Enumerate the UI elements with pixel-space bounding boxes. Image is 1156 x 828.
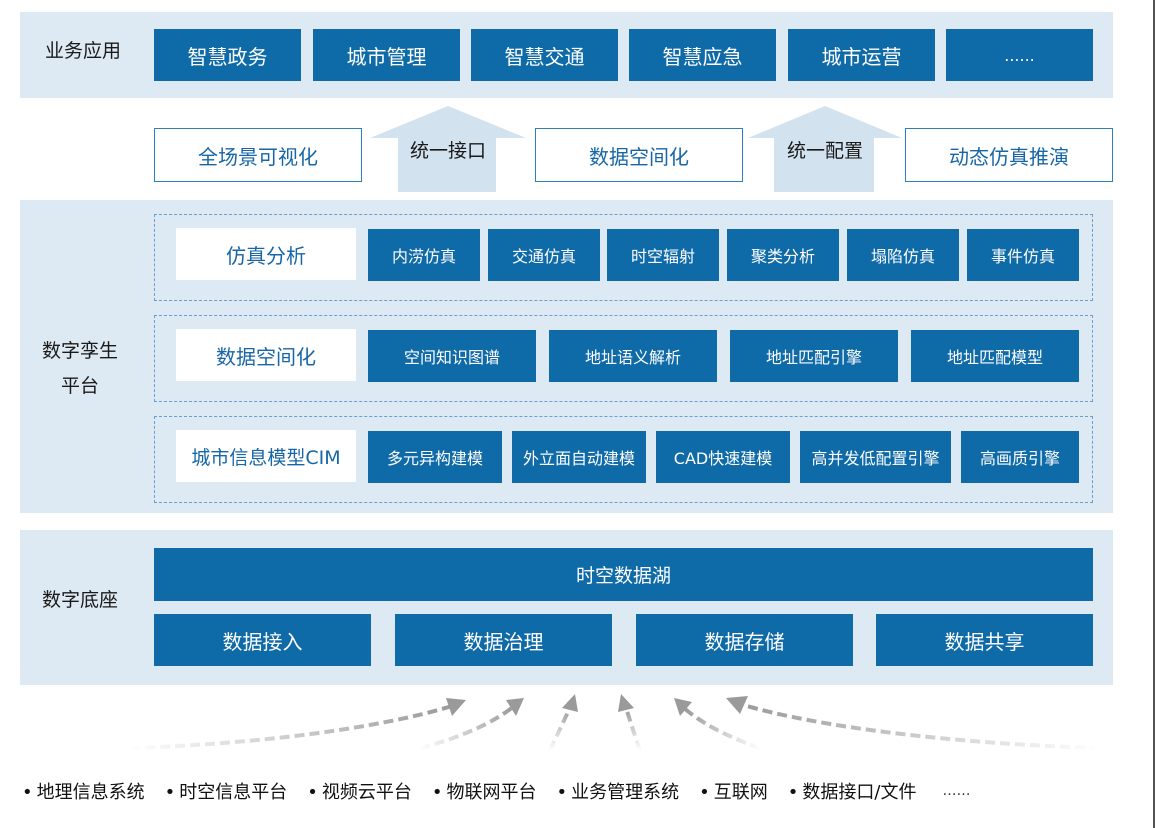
sim-traffic[interactable]: 交通仿真 — [488, 229, 600, 281]
twin-platform-label-line1: 数字孪生 — [41, 340, 118, 362]
source-iot-platform: •物联网平台 — [431, 782, 537, 803]
cim-multi-source-modeling[interactable]: 多元异构建模 — [368, 431, 502, 483]
cim-cad-fast-modeling[interactable]: CAD快速建模 — [656, 431, 790, 483]
spatiotemporal-data-lake[interactable]: 时空数据湖 — [154, 548, 1093, 601]
arrow-from-right-near — [618, 694, 642, 751]
data-ingestion[interactable]: 数据接入 — [154, 614, 371, 666]
group-simulation-analysis — [154, 214, 1093, 301]
app-smart-emergency[interactable]: 智慧应急 — [629, 29, 776, 81]
source-spatiotemporal-platform: •时空信息平台 — [164, 782, 288, 803]
arrow-unified-config: 统一配置 — [748, 106, 902, 192]
sim-cluster-analysis[interactable]: 聚类分析 — [727, 229, 839, 281]
business-layer-label: 业务应用 — [44, 40, 121, 62]
group-cim — [154, 416, 1093, 503]
right-edge-rule — [1153, 0, 1155, 828]
app-city-management[interactable]: 城市管理 — [313, 29, 460, 81]
group-spatialization-title: 数据空间化 — [176, 329, 356, 381]
source-video-cloud: •视频云平台 — [307, 782, 412, 803]
data-sources-list: •地理信息系统 •时空信息平台 •视频云平台 •物联网平台 •业务管理系统 •互… — [22, 776, 970, 806]
arrow-from-left-mid — [419, 698, 524, 750]
sim-waterlogging[interactable]: 内涝仿真 — [368, 229, 480, 281]
twin-platform-label-line2: 平台 — [60, 375, 99, 397]
address-matching-engine[interactable]: 地址匹配引擎 — [730, 330, 898, 382]
source-internet: •互联网 — [699, 782, 768, 803]
sim-event[interactable]: 事件仿真 — [967, 229, 1079, 281]
capability-data-spatialization: 数据空间化 — [535, 128, 743, 182]
address-matching-model[interactable]: 地址匹配模型 — [911, 330, 1079, 382]
up-arrow-icon — [370, 106, 526, 192]
cim-facade-auto-modeling[interactable]: 外立面自动建模 — [512, 431, 646, 483]
source-gis: •地理信息系统 — [22, 782, 145, 803]
sources-more: …… — [942, 783, 971, 799]
capability-visualization: 全场景可视化 — [154, 128, 362, 182]
app-more[interactable]: ...... — [946, 29, 1093, 81]
app-city-operation[interactable]: 城市运营 — [788, 29, 935, 81]
converging-arrows — [129, 694, 1101, 751]
app-smart-government[interactable]: 智慧政务 — [154, 29, 301, 81]
arrow-unified-interface: 统一接口 — [370, 106, 526, 192]
group-cim-title: 城市信息模型CIM — [176, 430, 356, 482]
arrow-from-left-near — [548, 694, 578, 751]
group-data-spatialization — [154, 315, 1093, 402]
arrow-from-right-mid — [674, 698, 761, 750]
cim-high-quality-engine[interactable]: 高画质引擎 — [961, 431, 1079, 483]
arrow-unified-interface-label: 统一接口 — [409, 140, 486, 162]
sim-spatiotemporal-radiation[interactable]: 时空辐射 — [607, 229, 719, 281]
digital-base-label: 数字底座 — [41, 589, 118, 611]
app-smart-traffic[interactable]: 智慧交通 — [471, 29, 618, 81]
cim-high-concurrency-engine[interactable]: 高并发低配置引擎 — [800, 431, 951, 483]
address-semantic-parsing[interactable]: 地址语义解析 — [549, 330, 717, 382]
data-sharing[interactable]: 数据共享 — [876, 614, 1093, 666]
data-governance[interactable]: 数据治理 — [395, 614, 612, 666]
arrow-from-right-far — [726, 696, 1101, 750]
source-data-interface-files: •数据接口/文件 — [787, 782, 917, 803]
data-storage[interactable]: 数据存储 — [636, 614, 853, 666]
group-simulation-title: 仿真分析 — [176, 228, 356, 280]
up-arrow-icon — [748, 106, 902, 192]
source-business-systems: •业务管理系统 — [556, 782, 680, 803]
spatial-knowledge-graph[interactable]: 空间知识图谱 — [368, 330, 536, 382]
capability-dynamic-simulation: 动态仿真推演 — [905, 128, 1113, 182]
sim-collapse[interactable]: 塌陷仿真 — [847, 229, 959, 281]
arrow-from-left-far — [129, 698, 466, 750]
arrow-unified-config-label: 统一配置 — [786, 140, 863, 162]
